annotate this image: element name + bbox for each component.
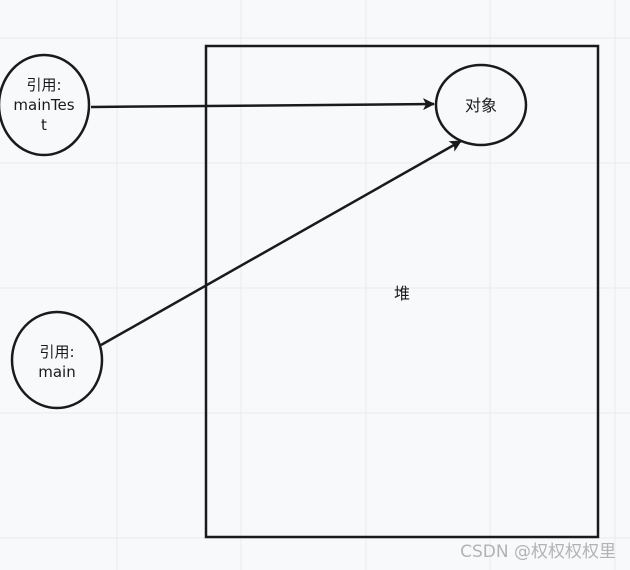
arrow-main-to-object [100, 139, 462, 347]
ref-main-label: 引用: main [38, 343, 76, 381]
ref-main-test-label: 引用: mainTes t [13, 76, 75, 134]
watermark: CSDN @权权权权里 [460, 542, 616, 562]
heap-label: 堆 [393, 284, 410, 303]
ref-main-node [10, 310, 104, 410]
object-node [434, 63, 528, 147]
ref-main-test-node [0, 53, 91, 157]
object-label: 对象 [464, 96, 497, 115]
heap-box [204, 44, 600, 539]
arrow-main-test-to-object [90, 98, 435, 111]
